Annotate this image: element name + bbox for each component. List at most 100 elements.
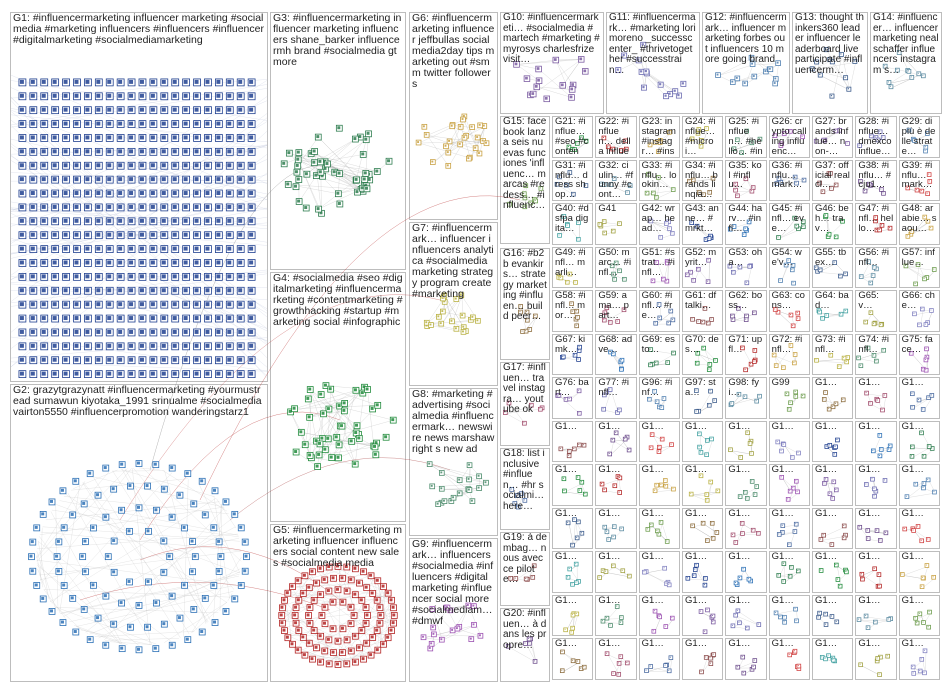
group-g7[interactable]: G7: #influencermark… influencer influenc…: [409, 222, 498, 386]
group-small-12[interactable]: G34: #influ… brands linqia…: [682, 159, 724, 202]
group-small-72[interactable]: G1…: [552, 464, 594, 506]
group-small-88[interactable]: G1…: [855, 507, 897, 550]
group-small-98[interactable]: G1…: [898, 551, 940, 593]
group-small-89[interactable]: G1…: [898, 507, 940, 550]
group-small-79[interactable]: G1…: [855, 464, 897, 506]
group-small-82[interactable]: G1…: [595, 507, 637, 550]
group-small-85[interactable]: G1…: [725, 507, 767, 550]
group-small-40[interactable]: G62: boss…: [725, 290, 767, 332]
group-small-16[interactable]: G38: #influ… #cju1…: [855, 159, 897, 202]
group-small-29[interactable]: G51: #strat… #infl…: [638, 246, 680, 289]
group-small-80[interactable]: G1…: [898, 464, 940, 506]
group-small-63[interactable]: G1…: [552, 420, 594, 463]
group-small-43[interactable]: G65: v…: [855, 290, 897, 332]
group-small-22[interactable]: G44: harv… #infl…: [725, 203, 767, 245]
group-small-50[interactable]: G72: #infl…: [768, 333, 810, 376]
group-small-30[interactable]: G52: myrit…: [682, 246, 724, 289]
group-small-23[interactable]: G45: #infl… eve…: [768, 203, 810, 245]
group-small-99[interactable]: G1…: [552, 594, 594, 637]
group-small-73[interactable]: G1…: [595, 464, 637, 506]
group-small-65[interactable]: G1…: [638, 420, 680, 463]
group-small-0[interactable]: G21: #influe… #seo #content…: [552, 116, 594, 158]
group-small-41[interactable]: G63: cons…: [768, 290, 810, 332]
group-small-104[interactable]: G1…: [768, 594, 810, 637]
group-g2[interactable]: G2: grazytgrazynatt #influencermarketing…: [10, 384, 268, 682]
group-small-2[interactable]: G23: instagram #instagr… #instagr…: [638, 116, 680, 158]
group-small-102[interactable]: G1…: [682, 594, 724, 637]
group-small-20[interactable]: G42: wrap… head…: [638, 203, 680, 245]
group-g10[interactable]: G10: #influencermarketi… #socialmedia #m…: [500, 12, 604, 114]
group-small-83[interactable]: G1…: [638, 507, 680, 550]
group-small-35[interactable]: G57: influe…: [898, 246, 940, 289]
group-g8[interactable]: G8: #marketing #advertising #socialmedia…: [409, 388, 498, 536]
group-g1[interactable]: G1: #influencermarketing influencer mark…: [10, 12, 268, 382]
group-small-81[interactable]: G1…: [552, 507, 594, 550]
group-small-9[interactable]: G31: #influ… dress shop…: [552, 159, 594, 202]
group-small-21[interactable]: G43: anne… #mrkt…: [682, 203, 724, 245]
group-small-44[interactable]: G66: che…: [898, 290, 940, 332]
group-small-7[interactable]: G28: #influe… dmexco influe…: [855, 116, 897, 158]
group-small-105[interactable]: G1…: [812, 594, 854, 637]
group-g18[interactable]: G18: list inclusive #influen… #hr social…: [500, 448, 550, 530]
group-small-39[interactable]: G61: df talki…: [682, 290, 724, 332]
group-small-6[interactable]: G27: brands influe… non-…: [812, 116, 854, 158]
group-small-42[interactable]: G64: bad…: [812, 290, 854, 332]
group-small-8[interactable]: G29: di più è delle strate…: [898, 116, 940, 158]
group-small-31[interactable]: G53: oha…: [725, 246, 767, 289]
group-small-78[interactable]: G1…: [812, 464, 854, 506]
group-small-94[interactable]: G1…: [725, 551, 767, 593]
group-small-32[interactable]: G54: we'v…: [768, 246, 810, 289]
group-small-92[interactable]: G1…: [638, 551, 680, 593]
group-small-76[interactable]: G1…: [725, 464, 767, 506]
group-small-101[interactable]: G1…: [638, 594, 680, 637]
group-small-58[interactable]: G98: fyi…: [725, 377, 767, 419]
group-small-19[interactable]: G41: [595, 203, 637, 245]
group-small-4[interactable]: G25: #influen… #hello… #influen…: [725, 116, 767, 158]
group-small-49[interactable]: G71: upfl…: [725, 333, 767, 376]
group-g16[interactable]: G16: #b2b evankirs… strategy marketing #…: [500, 248, 550, 360]
group-small-103[interactable]: G1…: [725, 594, 767, 637]
group-small-14[interactable]: G36: #influ… mark…: [768, 159, 810, 202]
group-small-100[interactable]: G1…: [595, 594, 637, 637]
group-g9[interactable]: G9: #influencermark… influencers #social…: [409, 538, 498, 682]
group-small-95[interactable]: G1…: [768, 551, 810, 593]
group-g15[interactable]: G15: facebook lanza seis nuevas funcione…: [500, 116, 550, 244]
group-small-87[interactable]: G1…: [812, 507, 854, 550]
group-small-33[interactable]: G55: tbex…: [812, 246, 854, 289]
group-small-24[interactable]: G46: beh… trav…: [812, 203, 854, 245]
group-small-36[interactable]: G58: #infl… mor…: [552, 290, 594, 332]
group-small-60[interactable]: G1…: [812, 377, 854, 419]
group-small-26[interactable]: G48: arabie… saou…: [898, 203, 940, 245]
group-small-5[interactable]: G26: crypto calling influenc…: [768, 116, 810, 158]
group-small-71[interactable]: G1…: [898, 420, 940, 463]
group-small-59[interactable]: G99: [768, 377, 810, 419]
group-small-27[interactable]: G49: #infl… marli…: [552, 246, 594, 289]
group-small-13[interactable]: G35: kol #influ…: [725, 159, 767, 202]
group-small-47[interactable]: G69: esto…: [638, 333, 680, 376]
group-small-37[interactable]: G59: ama… part…: [595, 290, 637, 332]
group-small-46[interactable]: G68: adve…: [595, 333, 637, 376]
group-g13[interactable]: G13: thought thinkers360 leader influenc…: [792, 12, 868, 114]
group-g12[interactable]: G12: #influencermark… influencer marketi…: [702, 12, 790, 114]
group-small-84[interactable]: G1…: [682, 507, 724, 550]
group-small-55[interactable]: G77: #infl…: [595, 377, 637, 419]
group-g6[interactable]: G6: #influencermarketing influencer jeff…: [409, 12, 498, 220]
group-small-86[interactable]: G1…: [768, 507, 810, 550]
group-small-52[interactable]: G74: #infl…: [855, 333, 897, 376]
group-small-64[interactable]: G1…: [595, 420, 637, 463]
group-small-97[interactable]: G1…: [855, 551, 897, 593]
group-small-28[interactable]: G50: marc… #infl…: [595, 246, 637, 289]
group-small-62[interactable]: G1…: [898, 377, 940, 419]
group-small-38[interactable]: G60: #infl… #re…: [638, 290, 680, 332]
group-small-48[interactable]: G70: des…: [682, 333, 724, 376]
group-small-70[interactable]: G1…: [855, 420, 897, 463]
group-small-91[interactable]: G1…: [595, 551, 637, 593]
group-small-54[interactable]: G76: bart…: [552, 377, 594, 419]
group-small-77[interactable]: G1…: [768, 464, 810, 506]
group-small-67[interactable]: G1…: [725, 420, 767, 463]
group-g4[interactable]: G4: #socialmedia #seo #digitalmarketing …: [270, 272, 406, 522]
group-g3[interactable]: G3: #influencermarketing influencer mark…: [270, 12, 406, 270]
group-small-56[interactable]: G96: #inf…: [638, 377, 680, 419]
group-small-18[interactable]: G40: #dsfpa digita…: [552, 203, 594, 245]
group-g11[interactable]: G11: #influencermark… #marketing lorimor…: [606, 12, 700, 114]
